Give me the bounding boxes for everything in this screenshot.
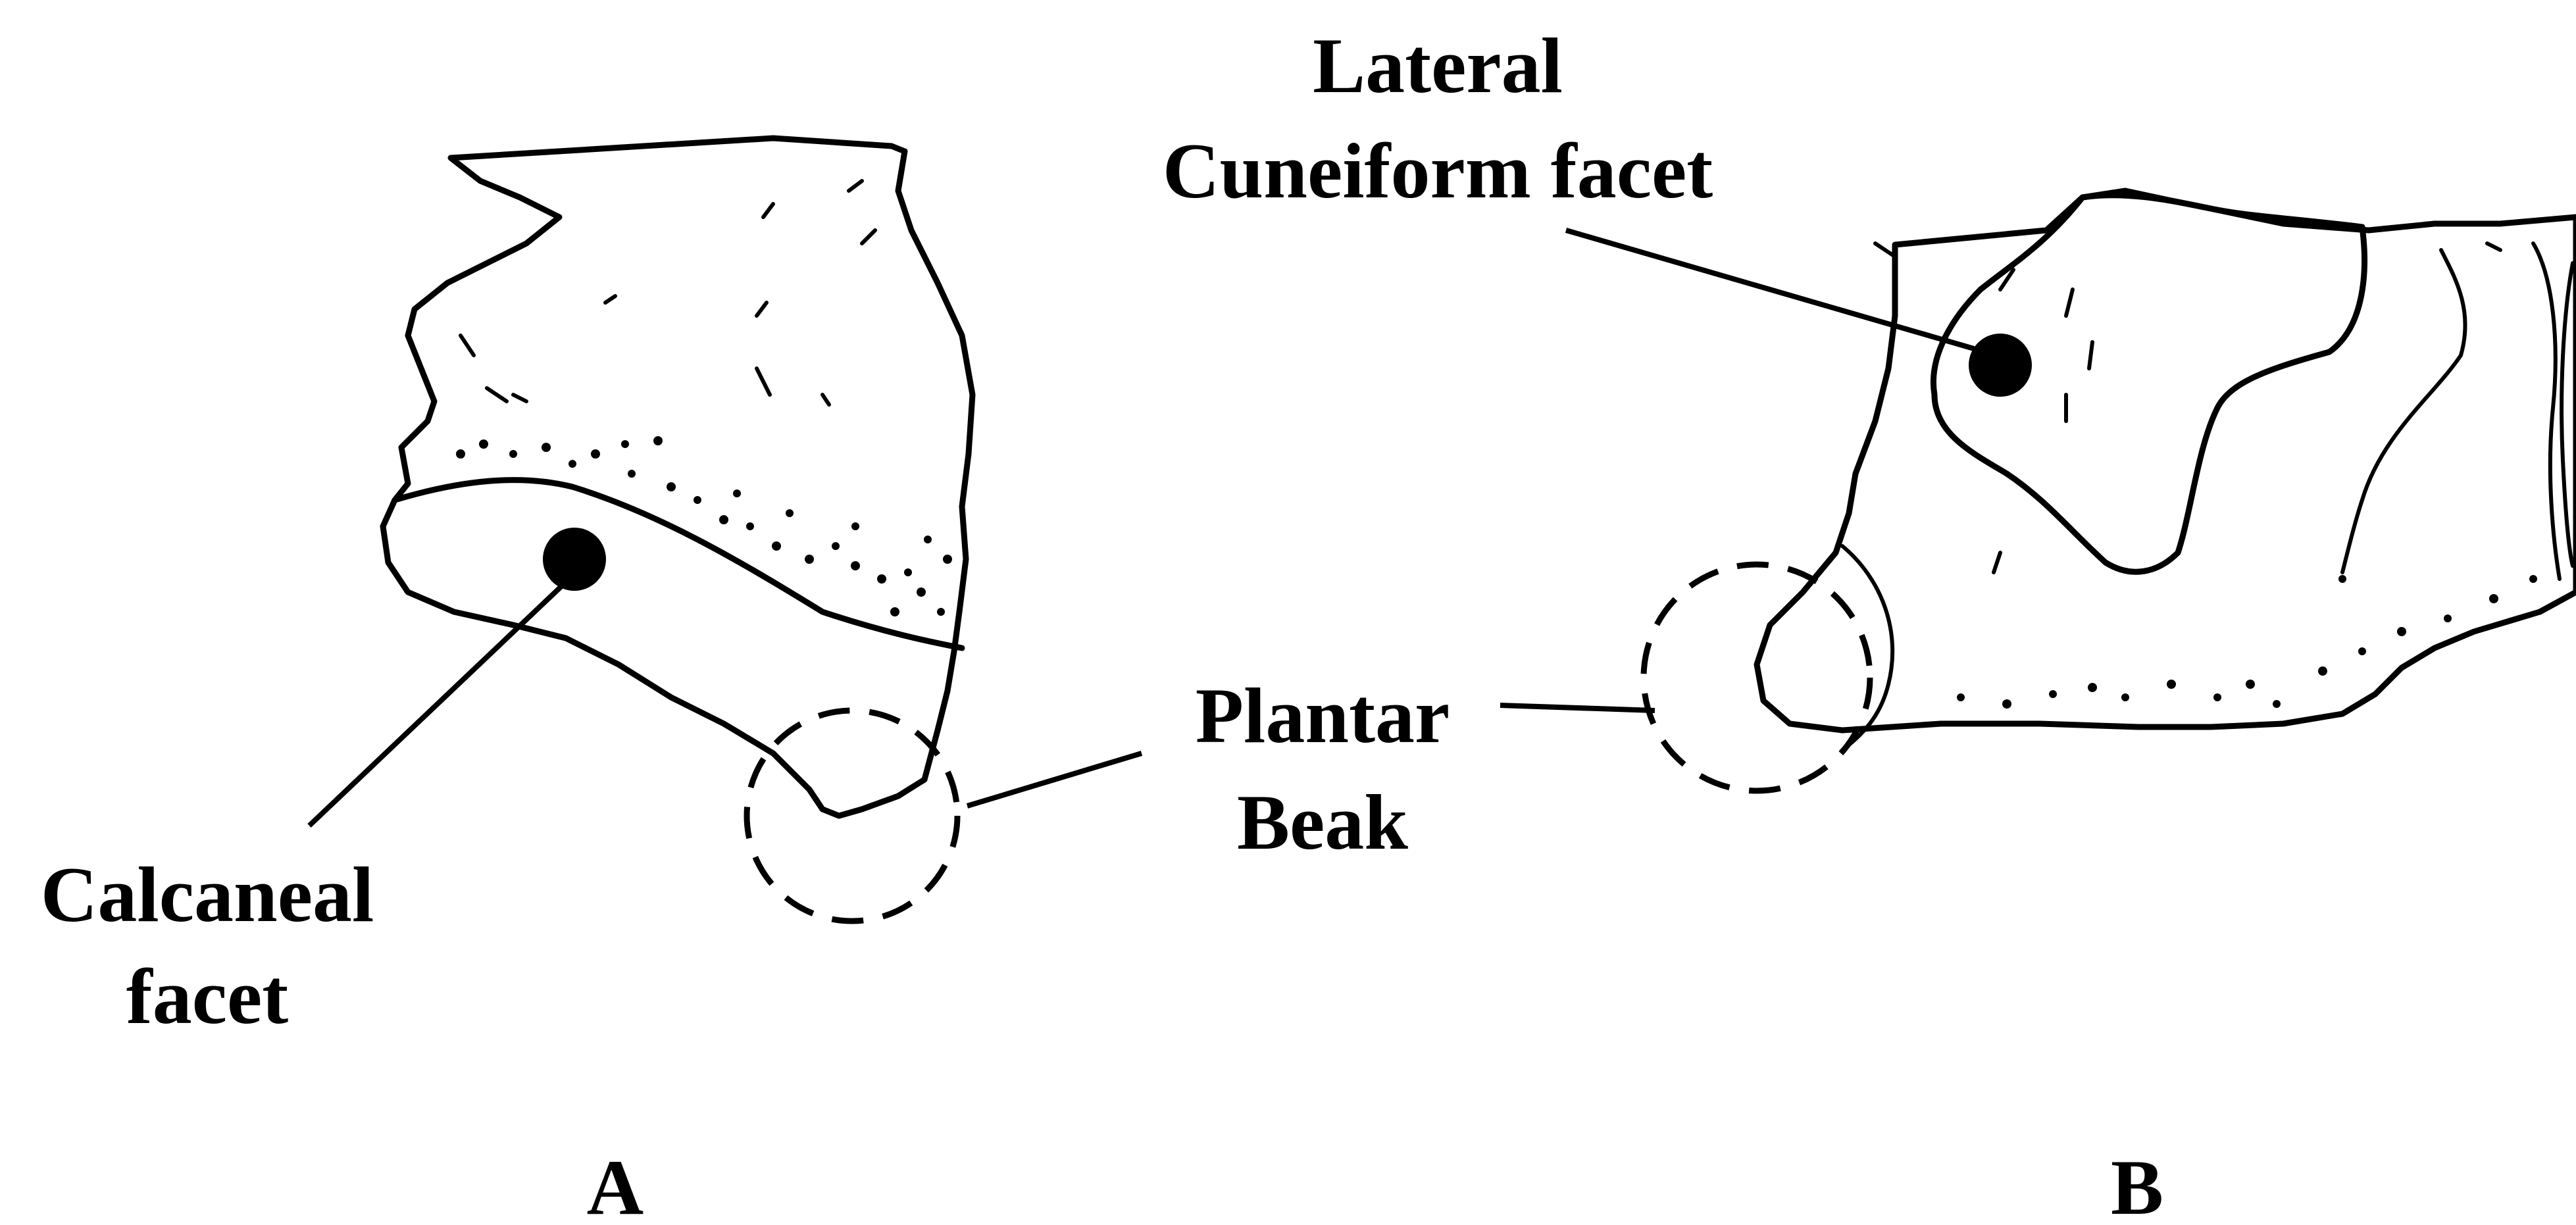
panel-a-drawing (383, 138, 972, 921)
label-lateral-line2: Cuneiform facet (1163, 127, 1713, 214)
panel-b-drawing (1644, 191, 2576, 791)
lateral-cuneiform-leader-line (1566, 230, 1974, 349)
panel-label-a: A (587, 1143, 644, 1225)
facet-boundary-line (395, 480, 962, 648)
label-calcaneal-line1: Calcaneal (41, 851, 374, 938)
panel-label-b: B (2111, 1143, 2163, 1225)
plantar-beak-circle-a (747, 711, 957, 921)
label-plantar-line1: Plantar (1196, 672, 1450, 759)
surface-marks (461, 181, 875, 405)
label-calcaneal-line2: facet (126, 953, 288, 1040)
calcaneal-leader-line (309, 579, 569, 826)
label-plantar-line2: Beak (1237, 778, 1408, 866)
calcaneal-facet-marker (543, 528, 606, 591)
plantar-beak-leader-a (967, 753, 1142, 806)
label-lateral-line1: Lateral (1313, 22, 1563, 109)
stipple-marks (456, 436, 952, 616)
lateral-cuneiform-marker (1969, 334, 2032, 397)
plantar-beak-leader-b (1500, 705, 1655, 711)
